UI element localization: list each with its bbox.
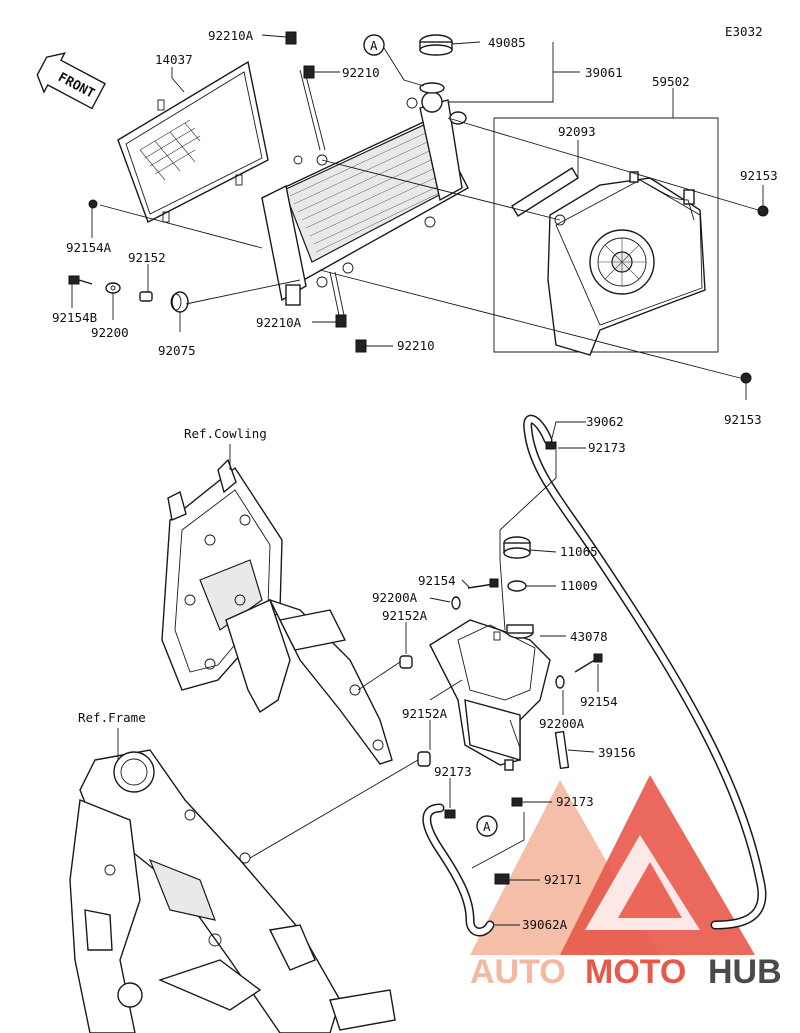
- label-92200: 92200: [91, 325, 129, 340]
- label-43078: 43078: [570, 629, 608, 644]
- radiator-cap: [419, 34, 453, 94]
- clamp-92171: [494, 873, 510, 885]
- label-92154B: 92154B: [52, 310, 97, 325]
- label-39156: 39156: [598, 745, 636, 760]
- leader-lines-bottom: [249, 421, 599, 926]
- cowling-bracket: [161, 458, 393, 765]
- label-92173-middle: 92173: [434, 764, 472, 779]
- label-92153-bottom: 92153: [724, 412, 762, 427]
- radiator-screen: [117, 60, 269, 223]
- logo-text-auto: AUTO: [470, 953, 566, 991]
- motorcycle-frame: [69, 749, 396, 1033]
- radiator-assembly: [261, 69, 469, 321]
- logo-text-moto: MOTO: [585, 953, 686, 991]
- label-92093: 92093: [558, 124, 596, 139]
- ref-cowling-label: Ref.Cowling: [184, 426, 267, 441]
- label-59502: 59502: [652, 74, 690, 89]
- automotohub-logo: AUTO MOTO HUB: [470, 775, 782, 991]
- bolt-92154A: [88, 199, 98, 209]
- label-39062: 39062: [586, 414, 624, 429]
- callout-a-bottom: A: [476, 815, 498, 837]
- clamp-92173-middle: [444, 809, 456, 819]
- label-49085: 49085: [488, 35, 526, 50]
- callout-a-top: A: [363, 34, 425, 87]
- label-92173-top: 92173: [588, 440, 626, 455]
- fan-assembly-box: [493, 117, 719, 353]
- hose-39062A: [422, 803, 495, 937]
- clamp-92173-right: [511, 797, 523, 807]
- clip-92210A-top: [285, 31, 297, 45]
- cap-gasket-11009: [507, 580, 527, 592]
- washer-92200A-right: [555, 675, 565, 689]
- label-39061: 39061: [585, 65, 623, 80]
- callout-a-bottom-label: A: [483, 819, 491, 834]
- label-92154-right: 92154: [580, 694, 618, 709]
- bolt-92154-left: [467, 578, 499, 589]
- label-92153-top: 92153: [740, 168, 778, 183]
- grommet-92075: [170, 291, 189, 313]
- collar-92152: [139, 291, 153, 302]
- label-92075: 92075: [158, 343, 196, 358]
- clip-92210-top: [303, 65, 315, 79]
- label-92152: 92152: [128, 250, 166, 265]
- label-92152A-upper: 92152A: [382, 608, 428, 623]
- label-11009: 11009: [560, 578, 598, 593]
- label-39062A: 39062A: [522, 917, 568, 932]
- clip-92210A-bottom: [335, 314, 347, 328]
- part-labels: 92210A 49085 39061 14037 92210 59502 920…: [52, 28, 778, 932]
- label-92210-top: 92210: [342, 65, 380, 80]
- clamp-92173-top: [545, 441, 557, 450]
- front-arrow-shape: [36, 52, 107, 110]
- callout-a-top-label: A: [370, 38, 378, 53]
- bolt-92154-right: [574, 653, 603, 673]
- washer-92200A-left: [451, 596, 461, 610]
- hose-39062: [523, 414, 767, 930]
- reservoir-cap-11065: [503, 536, 531, 559]
- front-direction-arrow: FRONT: [36, 52, 107, 110]
- coolant-reservoir-tank: [429, 619, 551, 771]
- hose-39156: [554, 730, 570, 770]
- label-11065: 11065: [560, 544, 598, 559]
- cooling-fan: [547, 171, 706, 356]
- label-92210A-top: 92210A: [208, 28, 254, 43]
- bolt-92153-bottom: [740, 372, 752, 384]
- washer-92200: [105, 282, 121, 294]
- collar-92152A-lower: [417, 751, 431, 767]
- leader-lines-top: [71, 34, 764, 400]
- label-92173-right: 92173: [556, 794, 594, 809]
- label-92200A-right: 92200A: [539, 716, 585, 731]
- label-92210-bottom: 92210: [397, 338, 435, 353]
- bolt-92154B: [68, 275, 93, 285]
- bolt-92153-top: [757, 205, 769, 217]
- label-92152A-lower: 92152A: [402, 706, 448, 721]
- label-92154-left: 92154: [418, 573, 456, 588]
- label-92200A-left: 92200A: [372, 590, 418, 605]
- label-92171: 92171: [544, 872, 582, 887]
- ref-frame-label: Ref.Frame: [78, 710, 146, 725]
- diagram-code: E3032: [725, 24, 763, 39]
- clip-92210-bottom: [355, 339, 367, 353]
- label-14037: 14037: [155, 52, 193, 67]
- logo-text-hub: HUB: [708, 953, 782, 991]
- logo-triangle-core: [618, 862, 682, 918]
- collar-92152A-upper: [399, 655, 413, 669]
- label-92154A: 92154A: [66, 240, 112, 255]
- label-92210A-bottom: 92210A: [256, 315, 302, 330]
